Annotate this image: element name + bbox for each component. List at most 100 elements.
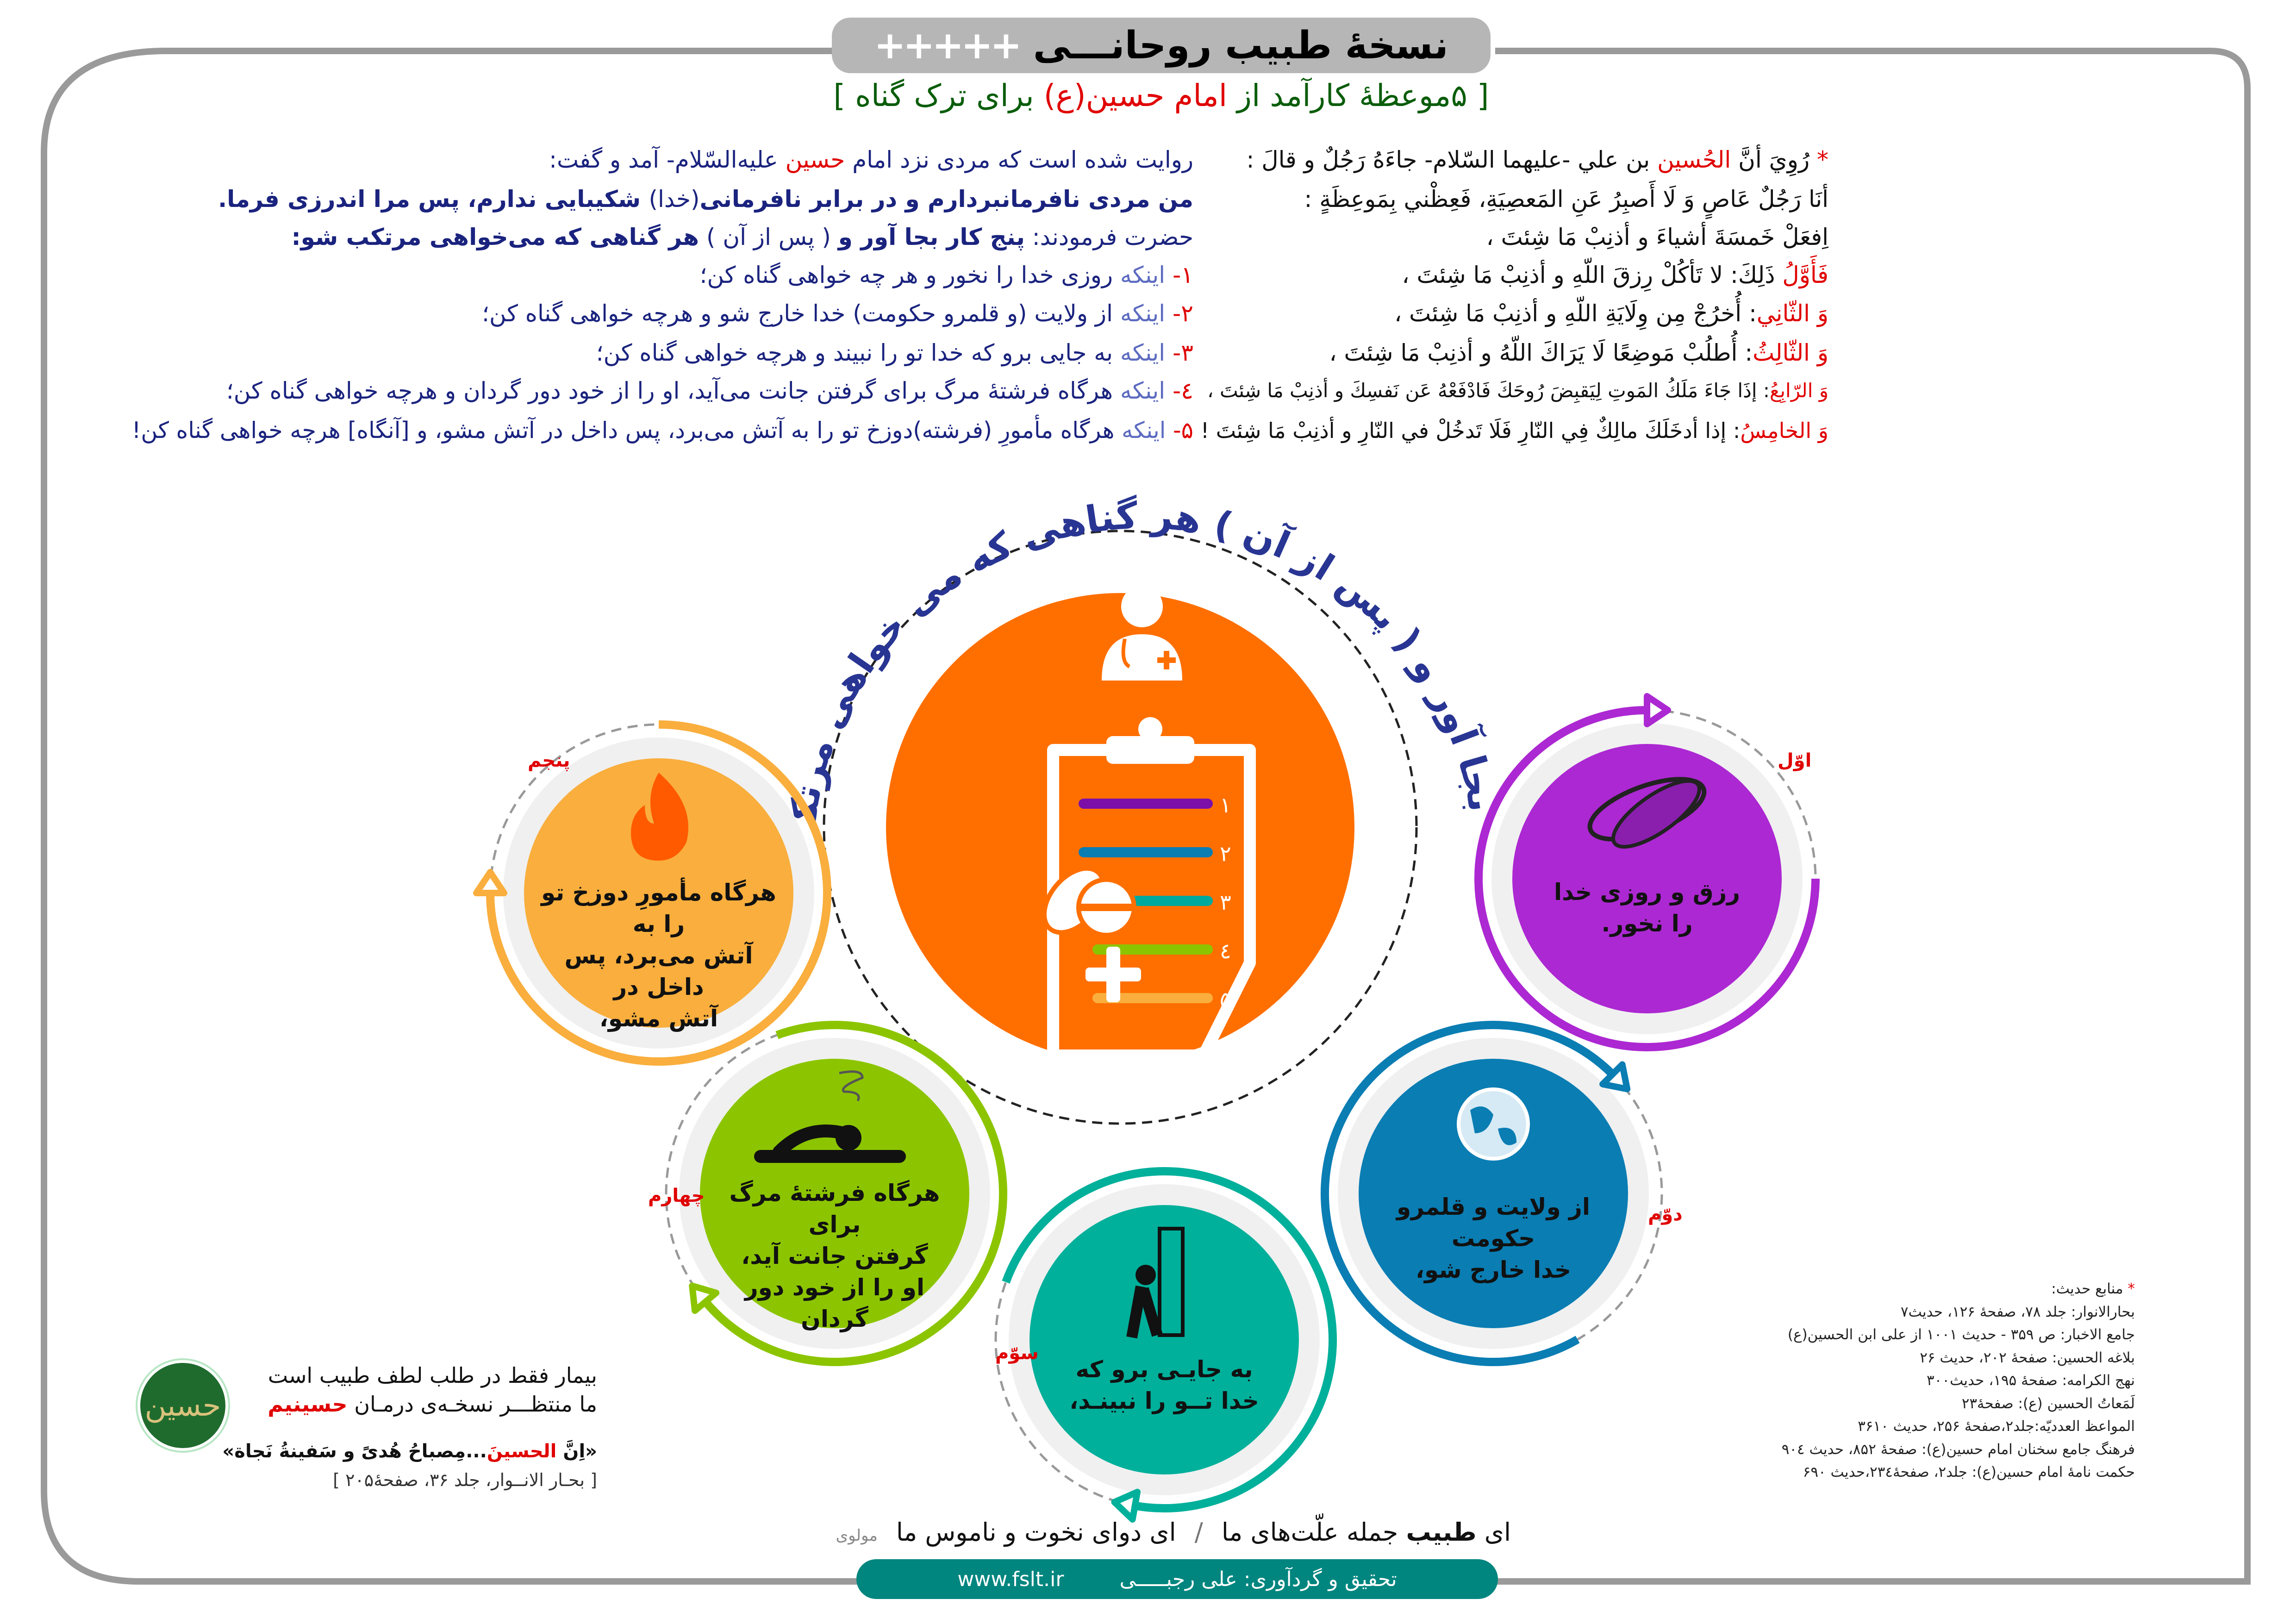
source-item: المواعظ العددیّه:جلد۲،صفحهٔ ۲۵۶، حدیث ۳۶…: [1858, 1418, 2135, 1435]
text-segment: پنج کار بجا آور و: [838, 224, 1025, 250]
text-segment: اينکه: [1122, 417, 1166, 443]
dashed-arc: [489, 723, 659, 893]
step-circle-3: [994, 1167, 1337, 1523]
subtitle-part: امام حسین(ع): [1043, 78, 1228, 113]
progress-arc: [486, 720, 831, 1066]
page-title: نسخهٔ طبیب روحانـــی: [1033, 23, 1448, 68]
text-segment: اينکه: [1120, 339, 1166, 366]
arabic-line: أنَا رَجُلٌ عَاصٍ وَ لَا أَصبِرُ عَنِ ال…: [1304, 185, 1829, 213]
pill-icon: [1042, 866, 1136, 937]
list-bar: [1079, 847, 1213, 857]
step-text-line: رزق و روزی خدا: [1554, 879, 1741, 906]
fallen-person-icon: [754, 1070, 906, 1163]
poem-1c: جمله علّت‌های ما: [1221, 1518, 1406, 1547]
source-item: لَمَعاتُ الحسین (ع): صفحهٔ۲۳: [1961, 1395, 2135, 1412]
hadith-quote: «اِنَّ الحسینَ...مِصباحُ هُدیً و سَفینةُ…: [222, 1437, 597, 1466]
poem-1b: طبیب: [1406, 1518, 1477, 1547]
title-banner: نسخهٔ طبیب روحانـــی +++++: [832, 18, 1491, 73]
text-segment: اينکه: [1120, 300, 1166, 327]
text-segment: رُوِيَ أنَّ: [1731, 146, 1810, 173]
arrowhead-icon: [1599, 1061, 1631, 1093]
step-text-line: گرفتن جانت آید،: [741, 1243, 928, 1269]
text-segment: هرگاه مأمورِ (فرشته)دوزخ تو را به آتش می…: [131, 417, 1122, 443]
source-item: حکمت نامهٔ امام حسین(ع): جلد۲، صفحهٔ۲۳٤،…: [1803, 1464, 2135, 1480]
progress-arc: [1321, 1020, 1616, 1366]
text-segment: أنَا رَجُلٌ عَاصٍ وَ لَا أَصبِرُ عَنِ ال…: [1304, 186, 1829, 212]
arabic-line: فَأَوَّلُ ذَلِكَ: لا تَأكُلْ رِزقَ اللّه…: [1402, 261, 1828, 289]
step-text-line: خدا تــو را نبینـد،: [1069, 1387, 1259, 1414]
step-circle-5: [473, 720, 831, 1066]
text-segment: : إذا أدخَلَكَ مالِكٌ فِي النّارِ فَلَا …: [1200, 418, 1741, 443]
quote-line-2-text: ما منتظـــر نسخـه‌ی درمـان: [347, 1392, 597, 1417]
persian-line: حضرت فرمودند: پنج کار بجا آور و ( پس از …: [292, 223, 1193, 251]
dashed-arc: [665, 1034, 778, 1303]
text-segment: : أُطلُبْ مَوضِعًا لَا يَرَاكَ اللّهُ و …: [1329, 339, 1753, 366]
poem: ای طبیب جمله علّت‌های ما / ای دوای نخوت …: [836, 1518, 1511, 1547]
text-segment: عليه‌السّلام- آمد و گفت:: [549, 146, 786, 173]
arrowhead-icon: [1111, 1488, 1141, 1523]
persian-line: ۳- اينکه به جايی برو که خدا تو را نبيند …: [596, 339, 1193, 367]
step-circle-1: [1474, 693, 1820, 1051]
sources-heading: منابع حدیث:: [2051, 1280, 2123, 1297]
text-segment: ۵-: [1166, 417, 1193, 443]
fire-icon: [631, 773, 688, 861]
step-label: اوّل: [1778, 750, 1812, 771]
subtitle-part: برای ترک گناه ]: [833, 78, 1044, 113]
source-item: بحارالانوار: جلد ۷۸، صفحهٔ ۱۲۶، حدیث۷: [1900, 1303, 2135, 1320]
text-segment: اينکه: [1120, 262, 1166, 288]
plus-icon: [1086, 947, 1141, 1002]
quote-highlight: حسینیم: [268, 1392, 348, 1417]
list-bar: [1092, 993, 1213, 1003]
step-text-line: از ولایت و قلمرو حکومت: [1396, 1193, 1591, 1252]
source-item: جامع الاخبار: ص ۳۵۹ - حدیث ۱۰۰۱ از علی ا…: [1787, 1326, 2135, 1343]
arrowhead-icon: [689, 1282, 720, 1314]
text-segment: حضرت فرمودند:: [1024, 224, 1193, 250]
hussain-calligraphy-logo: حسین: [136, 1358, 230, 1453]
logo-lettering: حسین: [145, 1389, 221, 1423]
persian-line: من مردی نافرمانبردارم و در برابر نافرمان…: [218, 185, 1193, 213]
persian-line: روايت شده است که مردی نزد امام حسين عليه…: [549, 146, 1193, 174]
text-segment: به جايی برو که خدا تو را نبيند و هرچه خو…: [596, 339, 1120, 366]
step-label: سوّم: [995, 1343, 1039, 1364]
step-text-line: آتش می‌برد، پس داخل در: [564, 942, 753, 1000]
step-circle-2: [1321, 1020, 1663, 1366]
text-segment: اِفعَلْ خَمسَةَ أشياءَ و أذنِبْ مَا شِئت…: [1486, 224, 1828, 250]
persian-line: ۲- اينکه از ولايت (و قلمرو حکومت) خدا خا…: [482, 300, 1193, 327]
step-circle-4: [665, 1020, 1007, 1366]
person-door-icon: [1126, 1227, 1185, 1339]
step-label: دوّم: [1648, 1204, 1683, 1225]
text-segment: شکيبايی ندارم، پس مرا اندرزی فرما.: [218, 186, 649, 212]
hadith-quote-name: الحسینَ: [487, 1441, 557, 1462]
footer-banner: www.fslt.ir تحقیق و گردآوری: علی رجبــــ…: [856, 1559, 1498, 1599]
step-label: پنجم: [528, 750, 570, 771]
step-text-line: خدا خارج شو،: [1415, 1256, 1571, 1283]
persian-line: ۵- اينکه هرگاه مأمورِ (فرشته)دوزخ تو را …: [132, 417, 1193, 444]
text-segment: ذَلِكَ: لا تَأكُلْ رِزقَ اللّهِ و أذنِبْ…: [1402, 262, 1783, 288]
text-segment: ۱-: [1165, 262, 1193, 288]
subtitle: [ ۵موعظهٔ کارآمد از امام حسین(ع) برای تر…: [832, 78, 1491, 113]
list-bar: [1079, 799, 1213, 809]
dashed-arc: [1647, 709, 1817, 879]
persian-line: ۱- اينکه روزی خدا را نخور و هر چه خواهی …: [700, 261, 1193, 289]
step-label: چهارم: [648, 1185, 705, 1206]
persian-line: ٤- اينکه هرگاه فرشتهٔ مرگ برای گرفتن جان…: [226, 377, 1193, 405]
progress-arc: [702, 1020, 1007, 1366]
quote-line-1: بیمار فقط در طلب لطف طبیب است: [268, 1363, 597, 1388]
bread-wheat-icon: [1587, 777, 1707, 849]
step-text: رزق و روزی خدا را نخور.: [1527, 876, 1767, 939]
arabic-line: وَ الرّابِعُ: إذَا جَاءَ مَلَكُ المَوتِ …: [1207, 377, 1828, 405]
dashed-arc: [1577, 1073, 1663, 1341]
list-number: ۲: [1220, 841, 1231, 866]
poem-separator: /: [1194, 1518, 1203, 1547]
website-link[interactable]: www.fslt.ir: [957, 1567, 1064, 1591]
text-segment: فَأَوَّلُ: [1782, 262, 1828, 288]
step-text-line: را نخور.: [1601, 910, 1693, 937]
poem-first-half: ای طبیب جمله علّت‌های ما: [1222, 1518, 1511, 1547]
quote-reference: [ بحـار الانــوار، جلد ۳۶، صفحهٔ۲۰۵ ]: [333, 1470, 597, 1490]
